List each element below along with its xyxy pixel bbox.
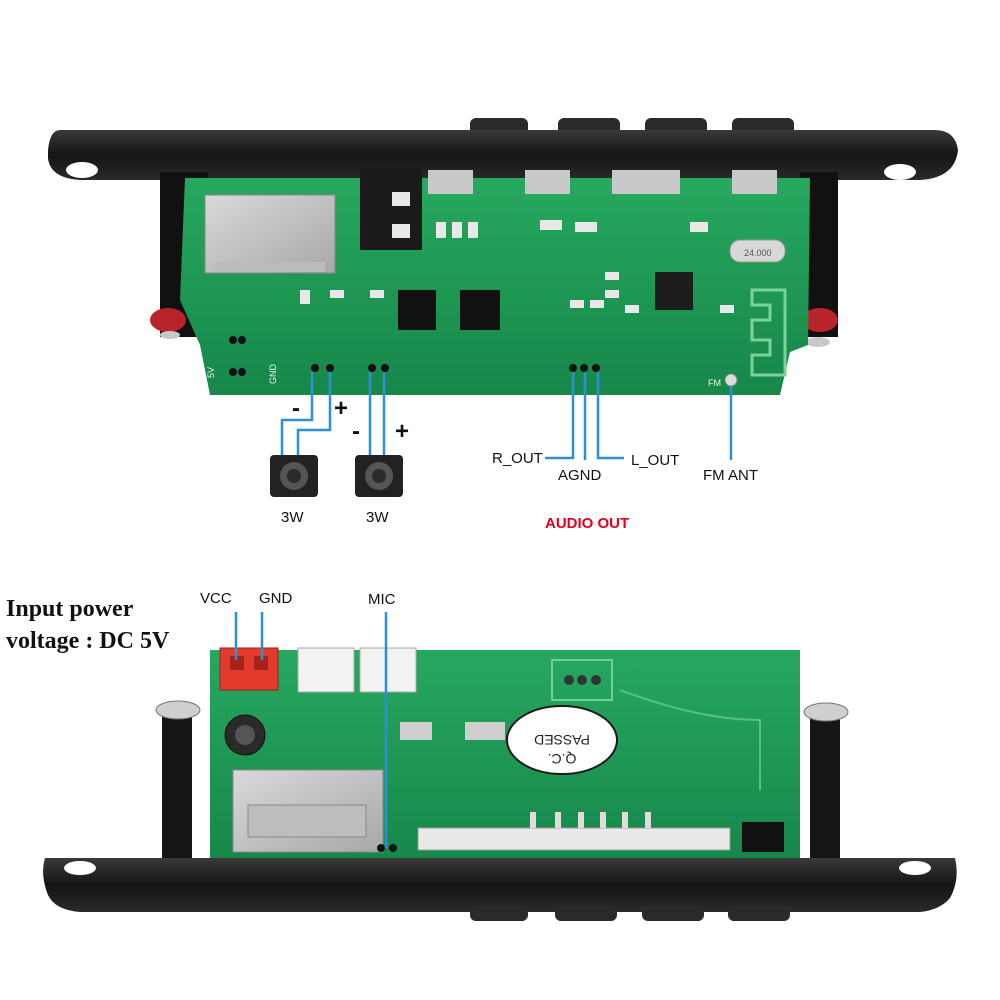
speaker-right-plus: + bbox=[395, 418, 410, 445]
speaker-left-minus: - bbox=[292, 395, 300, 422]
gnd-label: GND bbox=[259, 590, 293, 607]
agnd-label: AGND bbox=[558, 467, 602, 484]
pcb-5v-label: 5V bbox=[206, 367, 216, 378]
audio-out-callouts bbox=[545, 372, 733, 460]
pcb-gnd-label: GND bbox=[268, 364, 278, 385]
mic-label: MIC bbox=[368, 591, 396, 608]
speaker-right-icon bbox=[355, 455, 403, 497]
vcc-label: VCC bbox=[200, 590, 232, 607]
input-power-line1: Input power bbox=[6, 596, 134, 622]
bottom-front-panel bbox=[43, 858, 957, 912]
bottom-module: PASSED Q.C. bbox=[43, 612, 957, 921]
speaker-right-power: 3W bbox=[366, 509, 389, 526]
crystal-label: 24.000 bbox=[744, 248, 772, 258]
qc-passed-line1: PASSED bbox=[534, 732, 590, 748]
speaker-left-plus: + bbox=[334, 395, 349, 422]
speaker-wires bbox=[280, 372, 386, 460]
fm-ant-label: FM ANT bbox=[703, 467, 758, 484]
speaker-right-minus: - bbox=[352, 418, 360, 445]
l-out-label: L_OUT bbox=[631, 452, 680, 469]
front-panel bbox=[48, 130, 958, 180]
top-module: 24.000 5V GND FM bbox=[48, 118, 958, 497]
input-power-line2: voltage : DC 5V bbox=[6, 628, 170, 654]
speaker-left-icon bbox=[270, 455, 318, 497]
qc-passed-line2: Q.C. bbox=[548, 751, 577, 767]
pcb-fm-label: FM bbox=[708, 378, 721, 388]
audio-out-label: AUDIO OUT bbox=[545, 515, 630, 532]
r-out-label: R_OUT bbox=[492, 450, 543, 467]
bottom-buttons bbox=[470, 905, 790, 921]
top-pcb bbox=[180, 178, 810, 395]
speaker-left-power: 3W bbox=[281, 509, 304, 526]
qc-passed-sticker bbox=[506, 705, 618, 775]
bottom-callouts bbox=[234, 612, 388, 848]
